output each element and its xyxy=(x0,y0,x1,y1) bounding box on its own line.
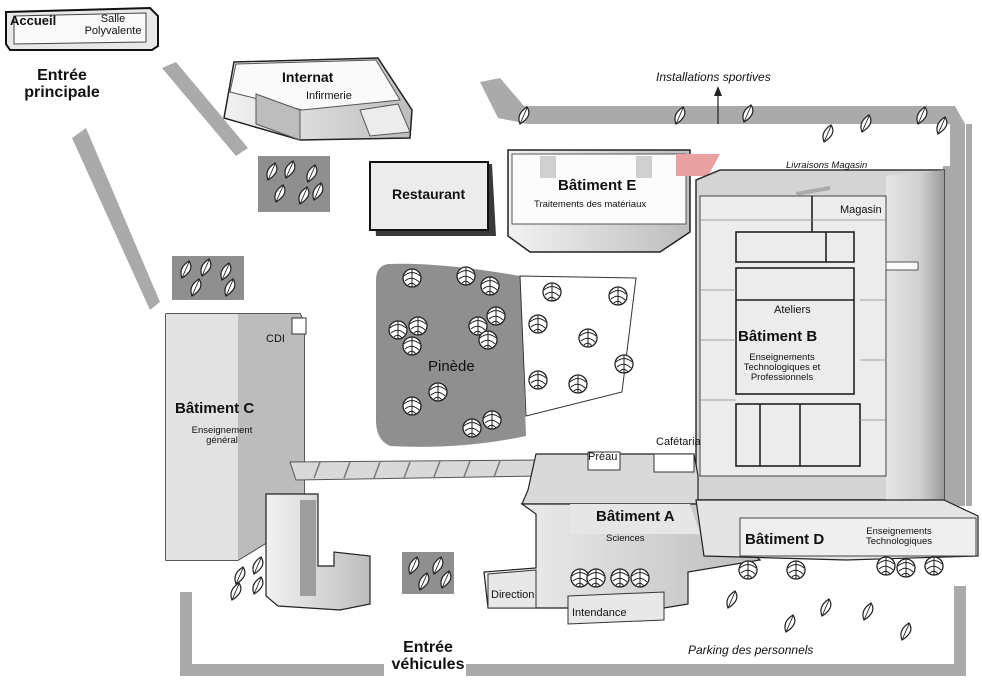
batiment-a-title[interactable]: Bâtiment A xyxy=(596,508,675,525)
main-entrance-line: Entrée xyxy=(37,67,87,84)
main-entrance[interactable]: Entrée principale xyxy=(20,67,104,102)
magasin-label[interactable]: Magasin xyxy=(840,204,882,216)
batiment-c-sub-line: Enseignement xyxy=(191,425,253,436)
vehicle-entrance-line: véhicules xyxy=(391,655,465,673)
vehicle-entrance[interactable]: Entrée véhicules xyxy=(386,639,470,674)
batiment-e-title[interactable]: Bâtiment E xyxy=(558,177,637,194)
building-internat[interactable] xyxy=(223,57,413,141)
batiment-d-sub: Enseignements Technologiques xyxy=(856,527,942,547)
internat-title[interactable]: Internat xyxy=(282,69,334,85)
building-b[interactable] xyxy=(695,169,945,501)
arrow-up-icon xyxy=(714,86,722,124)
restaurant-label[interactable]: Restaurant xyxy=(392,186,466,202)
covered-walkway xyxy=(289,459,541,481)
pinede-grove[interactable] xyxy=(376,263,637,447)
preau-label[interactable]: Préau xyxy=(588,451,618,463)
infirmerie-label: Infirmerie xyxy=(306,90,352,102)
batiment-b-sub-line: Professionnels xyxy=(750,371,814,383)
tree-patches xyxy=(172,104,948,641)
livraisons-label: Livraisons Magasin xyxy=(786,160,868,171)
accueil-sub: Salle Polyvalente xyxy=(78,13,148,37)
batiment-b-sub: Enseignements Technologiques et Professi… xyxy=(730,353,834,383)
batiment-d-sub-line: Technologiques xyxy=(865,535,933,547)
building-c-annex[interactable] xyxy=(265,493,371,611)
ateliers-label[interactable]: Ateliers xyxy=(774,304,811,316)
batiment-c-sub-line: général xyxy=(206,434,238,446)
batiment-d-title[interactable]: Bâtiment D xyxy=(745,531,825,548)
direction-label[interactable]: Direction xyxy=(491,589,535,601)
batiment-b-sub-line: Technologiques et xyxy=(743,361,821,373)
building-d[interactable] xyxy=(695,499,979,561)
sciences-label: Sciences xyxy=(606,533,645,544)
batiment-c-sub: Enseignement général xyxy=(180,426,264,446)
batiment-c-title[interactable]: Bâtiment C xyxy=(175,400,255,417)
cafeteria-label[interactable]: Cafétaria xyxy=(656,436,701,448)
pinede-label[interactable]: Pinède xyxy=(428,358,475,375)
main-entrance-line: principale xyxy=(24,83,100,101)
accueil-sub-line: Salle xyxy=(100,13,126,25)
building-a[interactable] xyxy=(483,451,762,625)
accueil-title[interactable]: Accueil xyxy=(10,13,57,28)
building-accueil[interactable] xyxy=(5,6,159,51)
sports-label[interactable]: Installations sportives xyxy=(656,70,771,84)
building-e[interactable] xyxy=(507,149,720,253)
batiment-b-title[interactable]: Bâtiment B xyxy=(738,328,818,345)
accueil-sub-line: Polyvalente xyxy=(84,24,142,37)
vehicle-entrance-line: Entrée xyxy=(403,639,453,656)
batiment-d-sub-line: Enseignements xyxy=(866,526,932,537)
building-restaurant[interactable] xyxy=(369,161,496,236)
batiment-e-sub: Traitements des matériaux xyxy=(534,199,647,210)
parking-label[interactable]: Parking des personnels xyxy=(688,643,814,657)
cdi-label[interactable]: CDI xyxy=(266,333,285,345)
intendance-label[interactable]: Intendance xyxy=(572,607,627,619)
batiment-b-sub-line: Enseignements xyxy=(749,352,815,363)
